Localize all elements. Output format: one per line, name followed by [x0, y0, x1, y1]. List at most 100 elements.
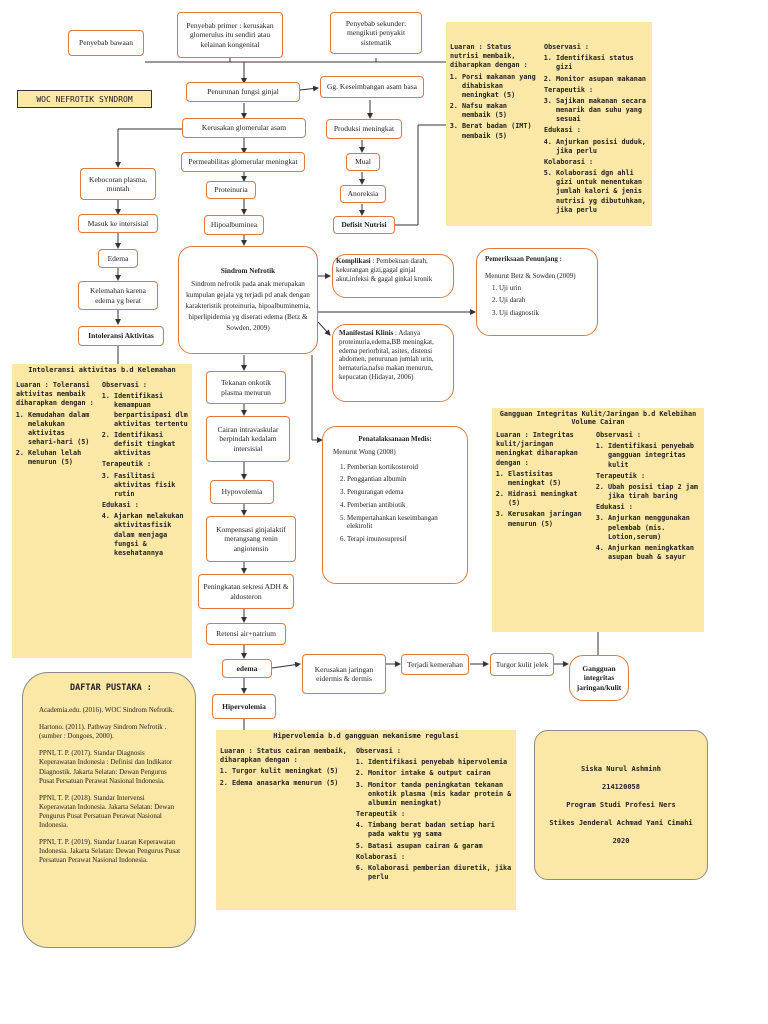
node-manifestasi-klinis: Manifestasi Klinis : Adanya proteinuria,…	[332, 324, 454, 402]
nutrisi-ter-list: Sajikan makanan secara menarik dan suhu …	[544, 97, 648, 125]
list-item: Nafsu makan membaik (5)	[462, 102, 536, 120]
list-item: Monitor tanda peningkatan tekanan onkoti…	[368, 781, 512, 809]
list-item: Kolaborasi pemberian diuretik, jika perl…	[368, 864, 512, 882]
node-peningkatan-adh: Peningkatan sekresi ADH & aldosteron	[198, 574, 294, 609]
node-gangguan-integritas: Gangguan integritas jaringan/kulit	[569, 655, 629, 701]
hipervolemia-kol-list: Kolaborasi pemberian diuretik, jika perl…	[356, 864, 512, 882]
hipervolemia-luaran-head: Luaran : Status cairan membaik, diharapk…	[220, 747, 347, 765]
hipervolemia-obs-list: Identifikasi penyebab hipervolemiaMonito…	[356, 758, 512, 808]
pemeriksaan-source: Menurut Betz & Sowden (2009)	[485, 271, 576, 280]
sindrom-description: Sindrom nefrotik pada anak merupakan kum…	[185, 279, 311, 333]
list-item: Terapi imunosupresif	[347, 535, 457, 544]
list-item: Hartono. (2011). Pathway Sindrom Nefroti…	[39, 723, 167, 741]
node-terjadi-kemerahan: Terjadi kemerahan	[401, 654, 469, 675]
node-intoleransi-aktivitas: Intoleransi Aktivitas	[78, 326, 164, 346]
hipervolemia-box-title: Hipervolemia b.d gangguan mekanisme regu…	[216, 730, 516, 744]
list-item: Penggantian albumin	[347, 475, 457, 484]
manifestasi-label: Manifestasi Klinis	[339, 329, 394, 337]
node-gg-keseimbangan-asam-basa: Gg. Keseimbangan asam basa	[320, 76, 424, 98]
list-item: Porsi makanan yang dihabiskan meningkat …	[462, 73, 536, 101]
list-item: Berat badan (IMT) membaik (5)	[462, 122, 536, 140]
list-item: Identifikasi defisit tingkat aktivitas	[114, 431, 188, 459]
author-campus: Stikes Jenderal Achmad Yani Cimahi	[549, 819, 693, 827]
node-tekanan-onkotik: Tekanan onkotik plasma menurun	[206, 371, 286, 404]
nutrisi-edu-list: Anjurkan posisi duduk, jika perlu	[544, 138, 648, 156]
list-item: Identifikasi status gizi	[556, 54, 648, 72]
node-penatalaksanaan-medis: Penatalaksanaan Medis: Menurut Wong (200…	[322, 426, 468, 584]
list-item: Ajarkan melakukan aktivitasfisik dalam m…	[114, 512, 188, 558]
list-item: Monitor intake & output cairan	[368, 769, 512, 778]
hipervolemia-kol-head: Kolaborasi :	[356, 852, 406, 861]
list-item: PPNI, T. P. (2018). Standar Intervensi K…	[39, 793, 175, 829]
nutrisi-kol-head: Kolaborasi :	[544, 157, 594, 166]
integritas-edu-list: Anjurkan menggunakan pelembab (mis. Loti…	[596, 514, 700, 562]
intoleransi-ter-list: Fasilitasi aktivitas fisik rutin	[102, 472, 188, 500]
pemeriksaan-list: Uji urinUji darahUji diagnostik	[485, 284, 539, 322]
integritas-obs-list: Identifikasi penyebab gangguan integrita…	[596, 442, 700, 470]
list-item: Uji urin	[499, 284, 539, 293]
nutrisi-edu-head: Edukasi :	[544, 126, 581, 135]
author-name: Siska Nurul Ashminh	[580, 765, 662, 773]
hipervolemia-box: Luaran : Status cairan membaik, diharapk…	[216, 744, 516, 910]
intoleransi-edu-head: Edukasi :	[102, 501, 139, 510]
list-item: Kolaborasi dgn ahli gizi untuk menentuka…	[556, 169, 648, 215]
intoleransi-box: Luaran : Toleransi aktivitas membaik dih…	[12, 378, 192, 658]
node-penyebab-bawaan: Penyebab bawaan	[68, 30, 144, 56]
daftar-pustaka-title: DAFTAR PUSTAKA :	[70, 683, 152, 693]
integritas-ter-head: Terapeutik :	[596, 471, 646, 480]
integritas-ter-list: Ubah posisi tiap 2 jam jika tirah baring	[596, 483, 700, 501]
intoleransi-edu-list: Ajarkan melakukan aktivitasfisik dalam m…	[102, 512, 188, 558]
node-kerusakan-jaringan: Kerusakan jaringan eidermis & dermis	[302, 654, 386, 694]
node-retensi: Retensi air+natrium	[206, 623, 286, 645]
list-item: Identifikasi penyebab hipervolemia	[368, 758, 512, 767]
intoleransi-box-title: Intoleransi aktivitas b.d Kelemahan	[12, 364, 192, 378]
integritas-obs-head: Observasi :	[596, 431, 642, 439]
nutrisi-luaran-head: Luaran : Status nutrisi membaik, diharap…	[450, 43, 528, 70]
node-proteinuria: Proteinuria	[206, 181, 256, 199]
list-item: Uji darah	[499, 296, 539, 305]
integritas-edu-head: Edukasi :	[596, 503, 633, 512]
list-item: Anjurkan meningkatkan asupan buah & sayu…	[608, 544, 700, 562]
nutrisi-kol-list: Kolaborasi dgn ahli gizi untuk menentuka…	[544, 169, 648, 215]
node-penyebab-sekunder: Penyebab sekunder: mengikuti penyakit si…	[330, 12, 422, 54]
list-item: Pengurangan edema	[347, 488, 457, 497]
node-anoreksia: Anoreksia	[340, 185, 386, 203]
hipervolemia-luaran-list: Turgor kulit meningkat (5)Edema anasarka…	[220, 767, 348, 787]
nutrisi-ter-head: Terapeutik :	[544, 85, 594, 94]
list-item: Mempertahankan keseimbangan elektrolit	[347, 514, 457, 532]
list-item: Kerusakan jaringan menurun (5)	[508, 510, 588, 528]
intoleransi-ter-head: Terapeutik :	[102, 460, 152, 469]
list-item: Anjurkan posisi duduk, jika perlu	[556, 138, 648, 156]
list-item: Turgor kulit meningkat (5)	[232, 767, 348, 776]
node-turgor-kulit: Turgor kulit jelek	[490, 653, 554, 676]
node-penurunan-fungsi-ginjal: Penurunan fungsi ginjal	[186, 82, 300, 102]
list-item: Pemberian antibiotik	[347, 501, 457, 510]
komplikasi-body: : Pembekuan darah, kekurangan gizi,gagal…	[336, 257, 433, 283]
node-kerusakan-glomerular: Kerusakan glomerular asam	[182, 118, 306, 138]
nutrisi-box-header	[446, 22, 652, 40]
author-year: 2020	[612, 837, 630, 845]
node-produksi-meningkat: Produksi meningkat	[326, 119, 402, 139]
node-edema: Edema	[98, 249, 138, 268]
integritas-luaran-list: Elastisitas meningkat (5)Hidrasi meningk…	[496, 470, 588, 529]
node-kompensasi: Kompensasi ginjalaktif merangsang renin …	[206, 516, 296, 562]
list-item: PPNI, T. P. (2019). Standar Luaran Keper…	[39, 838, 181, 865]
list-item: Pemberian kortikosteroid	[347, 463, 457, 472]
author-card: Siska Nurul Ashminh 214120058 Program St…	[534, 730, 708, 880]
list-item: Monitor asupan makanan	[556, 75, 648, 84]
nutrisi-obs-list: Identifikasi status giziMonitor asupan m…	[544, 54, 648, 84]
list-item: Identifikasi penyebab gangguan integrita…	[608, 442, 700, 470]
node-pemeriksaan-penunjang: Pemeriksaan Penunjang : Menurut Betz & S…	[476, 248, 598, 336]
daftar-pustaka: DAFTAR PUSTAKA : Academia.edu. (2016). W…	[22, 672, 196, 948]
node-edema-2: edema	[222, 659, 272, 678]
integritas-luaran-head: Luaran : Integritas kulit/jaringan menin…	[496, 431, 578, 467]
node-hipoalbuminea: Hipoalbuminea	[204, 215, 264, 235]
list-item: Keluhan lelah menurun (5)	[28, 449, 94, 467]
list-item: Sajikan makanan secara menarik dan suhu …	[556, 97, 648, 125]
penatalaksanaan-list: Pemberian kortikosteroidPenggantian albu…	[333, 463, 457, 548]
node-sindrom-nefrotik: Sindrom Nefrotik Sindrom nefrotik pada a…	[178, 246, 318, 354]
intoleransi-luaran-list: Kemudahan dalam melakukan aktivitas seha…	[16, 411, 94, 468]
integritas-box: Luaran : Integritas kulit/jaringan menin…	[492, 428, 704, 632]
list-item: Timbang berat badan setiap hari pada wak…	[368, 821, 512, 839]
